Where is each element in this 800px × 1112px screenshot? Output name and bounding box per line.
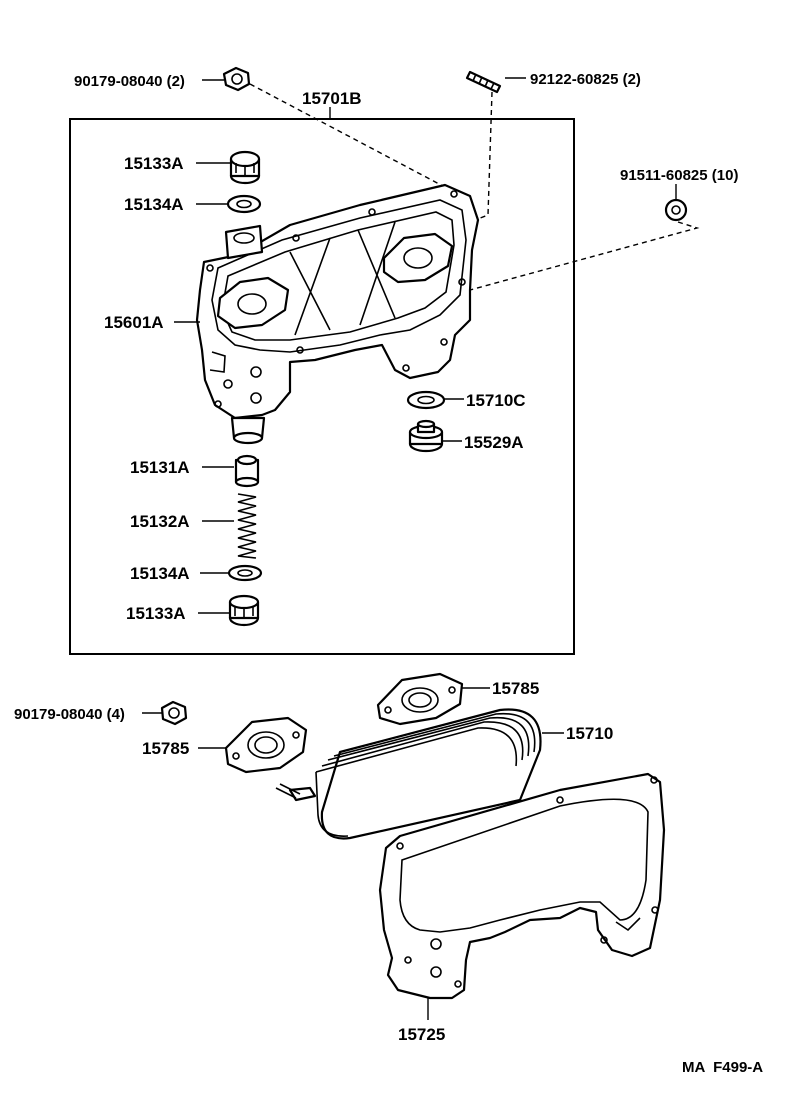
label-nut: 91511-60825 (10) — [620, 167, 738, 184]
label-bolt-bottom: 90179-08040 (4) — [14, 706, 125, 723]
label-gasket-top: 15134A — [124, 195, 184, 214]
gasket-top-part — [226, 194, 262, 214]
oil-cooler-element-part — [275, 708, 542, 840]
housing-assembly-frame — [69, 118, 575, 655]
label-figure-code: MA F499-A — [682, 1059, 763, 1076]
label-gasket-bottom: 15134A — [130, 564, 190, 583]
cover-gasket-part — [378, 772, 666, 1000]
label-housing-assy: 15701B — [302, 89, 362, 108]
label-stud-top: 92122-60825 (2) — [530, 71, 641, 88]
cooler-housing-part — [195, 183, 480, 445]
relief-spring-part — [237, 493, 257, 559]
label-plug-right: 15529A — [464, 433, 524, 452]
bolt-top-part — [222, 66, 251, 92]
nut-part — [664, 198, 688, 222]
nut-dashed-line — [469, 221, 700, 291]
label-gasket-785-b: 15785 — [142, 739, 189, 758]
bolt-bottom-part — [160, 700, 188, 726]
label-gasket-right: 15710C — [466, 391, 526, 410]
label-bolt-top: 90179-08040 (2) — [74, 73, 185, 90]
label-valve: 15131A — [130, 458, 190, 477]
gasket-15710c-part — [406, 390, 446, 410]
stud-top-part — [465, 70, 502, 94]
plug-15529a-part — [408, 419, 444, 453]
label-plug-top: 15133A — [124, 154, 184, 173]
label-cooler: 15710 — [566, 724, 613, 743]
plug-bottom-part — [228, 594, 260, 627]
label-plug-bottom: 15133A — [126, 604, 186, 623]
plug-top-part — [229, 150, 261, 185]
gasket-15785-upper-part — [376, 672, 464, 726]
gasket-bottom-part — [227, 564, 263, 582]
label-spring: 15132A — [130, 512, 190, 531]
gasket-15785-left-part — [224, 716, 308, 774]
label-gasket-785-a: 15785 — [492, 679, 539, 698]
relief-valve-part — [234, 454, 260, 488]
label-cover-gasket: 15725 — [398, 1025, 445, 1044]
label-housing: 15601A — [104, 313, 164, 332]
bolt-dashed-line — [249, 83, 461, 196]
